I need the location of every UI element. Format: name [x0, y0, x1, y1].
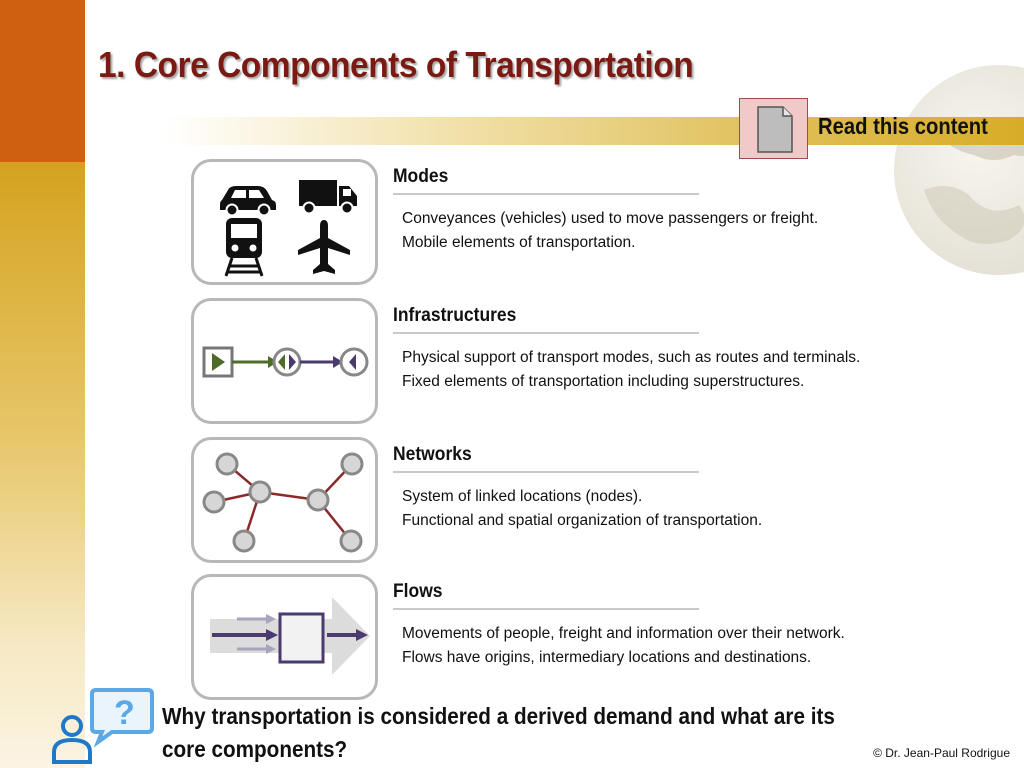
modes-divider [393, 193, 699, 195]
truck-icon [299, 180, 357, 215]
infrastructures-line-1: Physical support of transport modes, suc… [402, 349, 861, 366]
globe-watermark-icon [894, 65, 1024, 275]
flows-line-1: Movements of people, freight and informa… [402, 625, 845, 642]
networks-line-2: Functional and spatial organization of t… [402, 512, 763, 529]
car-icon [220, 186, 276, 217]
read-content-band [165, 117, 1024, 145]
svg-text:?: ? [114, 694, 135, 732]
networks-heading: Networks [393, 444, 472, 465]
infrastructures-divider [393, 332, 699, 334]
modes-heading: Modes [393, 166, 449, 187]
modes-line-1: Conveyances (vehicles) used to move pass… [402, 210, 819, 227]
networks-line-1: System of linked locations (nodes). [402, 488, 643, 505]
networks-divider [393, 471, 699, 473]
train-icon [224, 218, 264, 277]
slide-title: 1. Core Components of Transportation [98, 44, 694, 85]
read-content-button[interactable] [739, 98, 808, 159]
infrastructures-line-2: Fixed elements of transportation includi… [402, 373, 805, 390]
network-nodes-icon [202, 452, 364, 553]
left-accent-bar-top [0, 0, 85, 162]
document-icon [757, 106, 793, 153]
flows-icon-card [191, 574, 378, 700]
flows-heading: Flows [393, 581, 443, 602]
infrastructures-icon-card [191, 298, 378, 424]
question-text: Why transportation is considered a deriv… [162, 703, 835, 762]
infrastructures-heading: Infrastructures [393, 305, 517, 326]
flows-divider [393, 608, 699, 610]
modes-icon-card [191, 159, 378, 285]
question-person-icon: ? [52, 688, 154, 764]
networks-icon-card [191, 437, 378, 563]
vehicles-icon [220, 180, 357, 277]
flow-arrows-icon [210, 597, 370, 675]
read-content-link[interactable]: Read this content [818, 113, 988, 139]
copyright-credit: © Dr. Jean-Paul Rodrigue [873, 746, 1010, 760]
left-accent-bar-bottom [0, 162, 85, 768]
modes-line-2: Mobile elements of transportation. [402, 234, 636, 251]
flows-line-2: Flows have origins, intermediary locatio… [402, 649, 812, 666]
airplane-icon [298, 220, 350, 274]
terminals-routes-icon [202, 346, 369, 378]
